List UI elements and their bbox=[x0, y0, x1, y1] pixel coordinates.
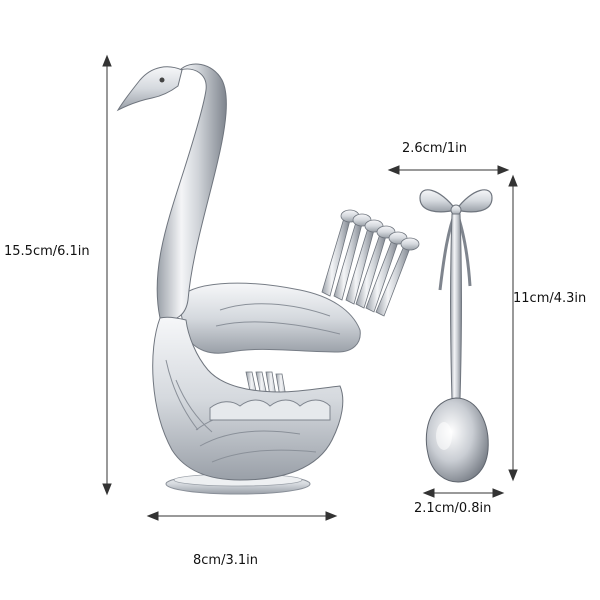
spoon-length-label: 11cm/4.3in bbox=[513, 291, 587, 306]
single-spoon bbox=[419, 189, 493, 483]
spoon-bowl-width-label: 2.1cm/0.8in bbox=[414, 501, 492, 516]
spoon-bowl bbox=[425, 397, 489, 483]
swan-neck bbox=[156, 63, 227, 321]
spoon-bowl-width-dimension-line bbox=[422, 488, 505, 498]
spoon-length-dimension-line bbox=[508, 174, 518, 482]
spoon-bundle bbox=[245, 209, 420, 421]
spoon-top-width-label: 2.6cm/1in bbox=[402, 141, 467, 156]
swan-wing-feathers bbox=[165, 303, 341, 463]
swan-cup-rim bbox=[209, 399, 331, 421]
swan-height-label: 15.5cm/6.1in bbox=[4, 244, 90, 259]
swan-holder bbox=[116, 63, 420, 495]
swan-width-dimension-line bbox=[146, 511, 338, 521]
swan-body bbox=[152, 316, 344, 481]
swan-height-dimension-line bbox=[102, 54, 112, 496]
swan-back-wing bbox=[177, 282, 361, 354]
spoon-handle bbox=[450, 213, 462, 401]
swan-head bbox=[116, 66, 183, 112]
spoon-top-width-dimension-line bbox=[387, 165, 510, 175]
swan-eye bbox=[159, 77, 165, 83]
swan-width-label: 8cm/3.1in bbox=[193, 553, 258, 568]
